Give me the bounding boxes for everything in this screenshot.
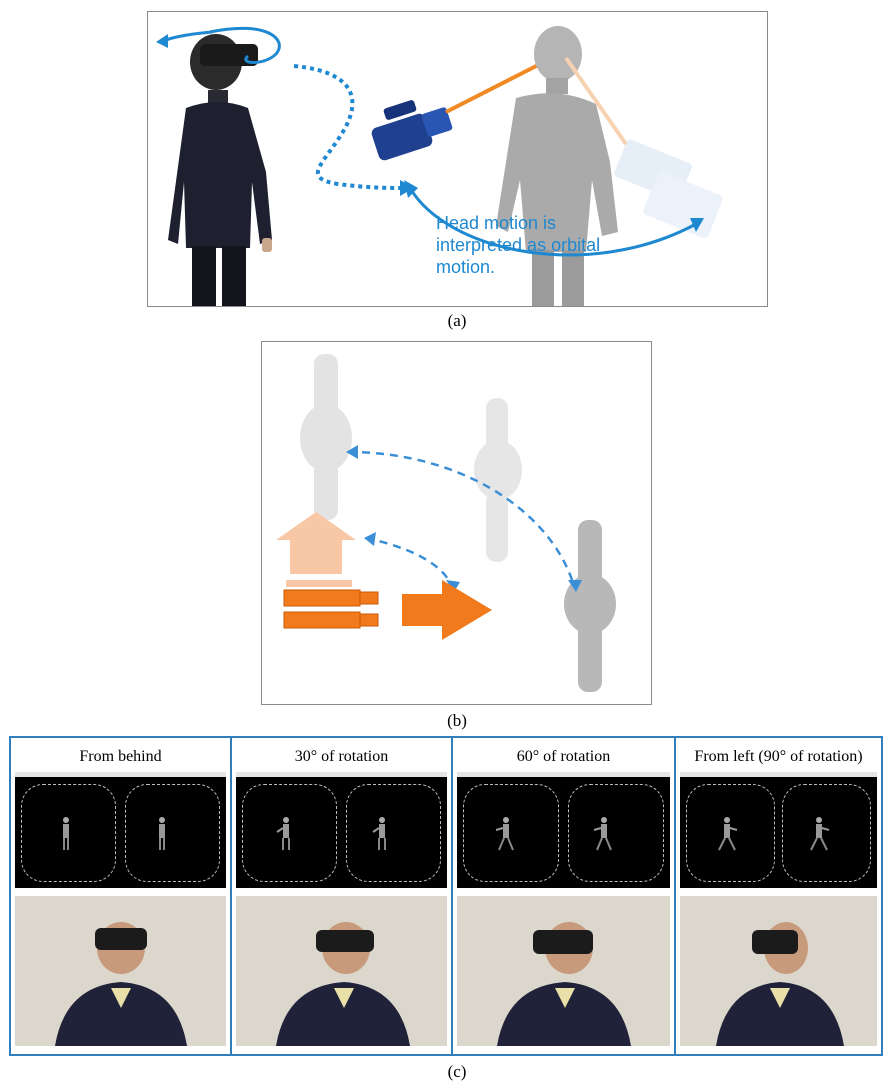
hmd-view — [15, 772, 226, 888]
humanoid-figure — [496, 26, 618, 306]
user-photo — [236, 896, 447, 1046]
figure-top-view-mid — [474, 398, 522, 562]
panel-c: From behind 30° of rotation — [9, 736, 883, 1056]
caption-a: (a) — [447, 311, 467, 330]
avatar-right-eye — [593, 817, 612, 851]
hmd-view — [236, 772, 447, 888]
column-from-behind: From behind — [11, 738, 230, 1054]
caption-c: (c) — [447, 1062, 467, 1081]
avatar-left-eye — [276, 817, 290, 850]
annotation-line-1: Head motion is — [436, 213, 557, 233]
orbital-arc-arrow — [408, 187, 697, 257]
avatar-left-eye — [718, 817, 738, 851]
avatar-left-eye — [495, 817, 514, 851]
column-title: 30° of rotation — [294, 748, 389, 765]
hmd-view — [680, 772, 877, 888]
user-photo — [680, 896, 877, 1046]
user-photo — [457, 896, 670, 1046]
orbital-motion-illustration — [156, 26, 723, 306]
orbital-motion-annotation: Head motion is interpreted as orbital mo… — [436, 212, 636, 278]
camera-top-view — [283, 580, 379, 629]
column-title: 60° of rotation — [516, 748, 611, 765]
annotation-line-2: interpreted as orbital — [436, 235, 601, 255]
dotted-motion-path — [293, 64, 405, 190]
faded-link-line — [564, 56, 628, 146]
dashed-orbit-inner — [365, 536, 454, 587]
person-with-hmd — [168, 34, 272, 306]
camera-link-line — [445, 58, 549, 114]
top-view-illustration — [276, 354, 616, 692]
annotation-line-3: motion. — [436, 257, 496, 277]
head-rotation-arrow — [209, 26, 281, 64]
column-title: From behind — [79, 748, 162, 765]
user-photo — [15, 896, 226, 1046]
camera-icon — [371, 100, 453, 161]
right-arrow — [402, 580, 492, 640]
avatar-left-eye — [63, 817, 69, 850]
avatar-right-eye — [810, 817, 830, 851]
column-title: From left (90° of rotation) — [694, 748, 863, 765]
up-arrow-faded — [276, 512, 356, 574]
column-60-degrees: 60° of rotation — [453, 738, 674, 1054]
panel-b — [261, 341, 652, 705]
figure-top-view-side — [564, 520, 616, 692]
dashed-orbit-outer — [347, 450, 576, 587]
avatar-right-eye — [372, 817, 386, 850]
panel-a: Head motion is interpreted as orbital mo… — [147, 11, 768, 307]
column-30-degrees: 30° of rotation — [232, 738, 451, 1054]
avatar-right-eye — [159, 817, 165, 850]
column-from-left: From left (90° of rotation) — [676, 738, 881, 1054]
caption-b: (b) — [447, 711, 467, 730]
faded-camera-icon — [614, 139, 723, 239]
hmd-view — [457, 772, 670, 888]
figure-top-view-back — [300, 354, 352, 520]
